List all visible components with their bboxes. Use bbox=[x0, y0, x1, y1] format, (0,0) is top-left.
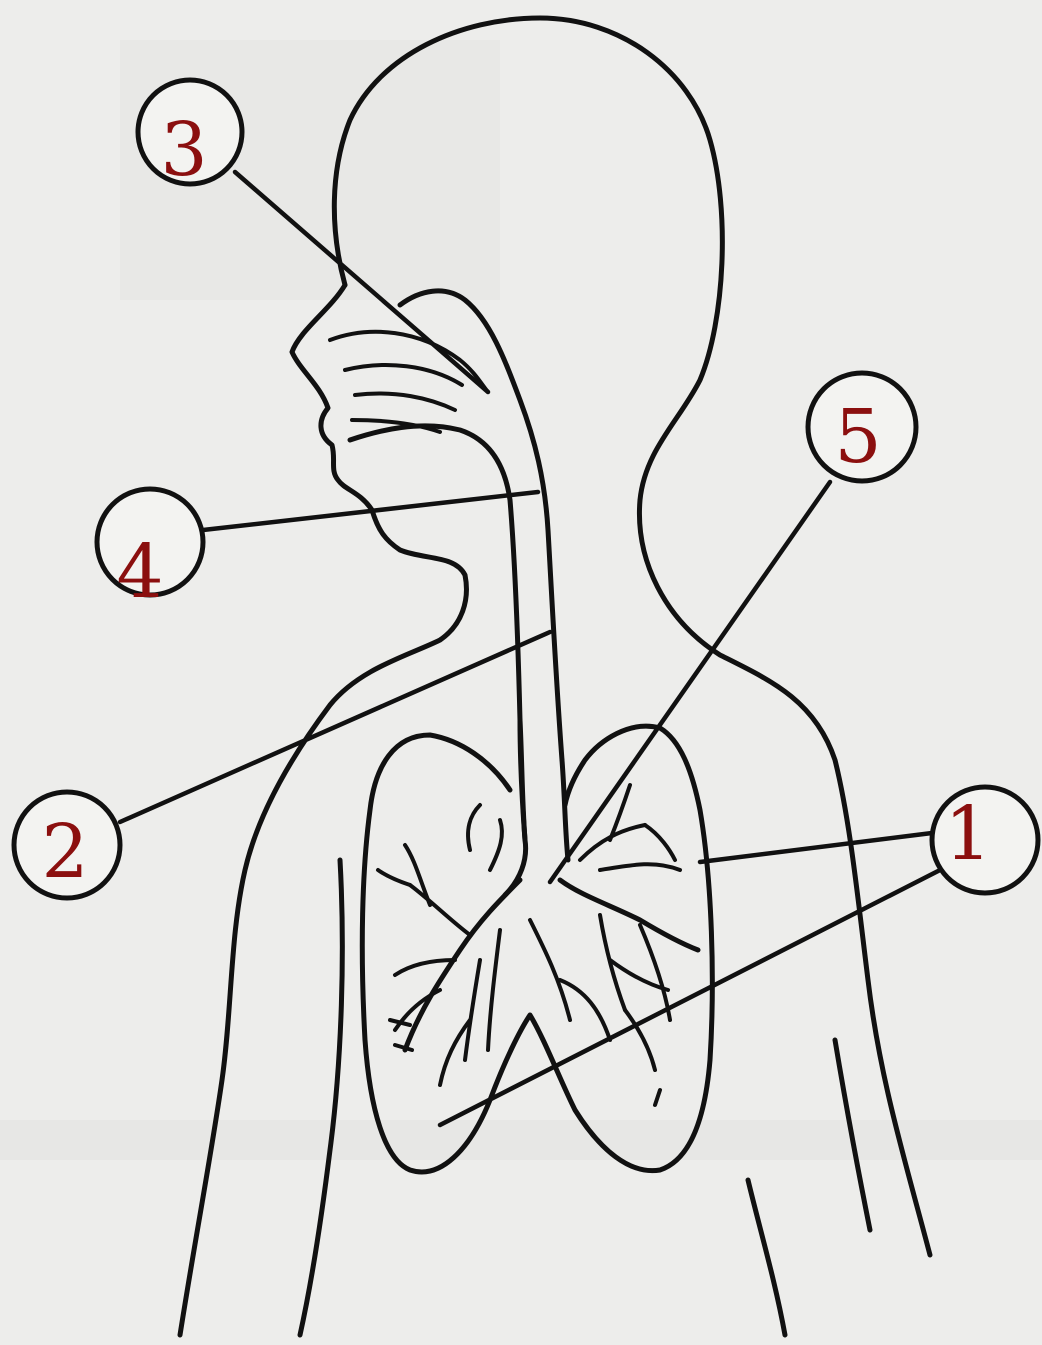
bronchiole bbox=[465, 960, 480, 1060]
face-profile bbox=[180, 285, 466, 1335]
callout-number: 3 bbox=[160, 107, 207, 193]
leader-line-2 bbox=[120, 632, 550, 822]
trachea-right-wall bbox=[562, 760, 568, 860]
bronchiole bbox=[395, 1045, 412, 1050]
callout-number: 5 bbox=[834, 394, 881, 480]
bronchiole bbox=[600, 864, 680, 870]
leader-line-5 bbox=[550, 482, 830, 882]
paper-shadow bbox=[0, 1120, 1042, 1160]
bronchiole bbox=[390, 1020, 410, 1025]
callout-number: 1 bbox=[944, 791, 991, 877]
right-torso-inner bbox=[748, 1180, 785, 1335]
leader-line-1 bbox=[700, 832, 940, 862]
bronchiole bbox=[410, 885, 470, 935]
lungs bbox=[362, 720, 712, 1172]
callout-5: 5 bbox=[808, 373, 916, 481]
leader-lines bbox=[120, 172, 944, 1125]
callout-number: 4 bbox=[116, 529, 163, 615]
bronchiole bbox=[378, 870, 410, 885]
nasal-concha bbox=[355, 393, 455, 410]
left-arm-inner bbox=[300, 860, 342, 1335]
callout-number: 2 bbox=[41, 809, 88, 895]
bronchial-tree bbox=[378, 785, 698, 1105]
bronchiole bbox=[530, 920, 570, 1020]
bronchiole bbox=[655, 1090, 660, 1105]
bronchiole bbox=[645, 825, 675, 860]
trachea-left-wall bbox=[505, 720, 526, 895]
bronchiole bbox=[488, 930, 500, 1050]
bronchiole bbox=[640, 925, 670, 1020]
callout-1: 1 bbox=[932, 787, 1038, 893]
bronchiole bbox=[468, 805, 480, 850]
nasal-concha bbox=[345, 365, 462, 385]
bronchiole bbox=[490, 820, 502, 870]
leader-line-4 bbox=[203, 492, 538, 530]
right-bronchus bbox=[560, 880, 698, 950]
bronchiole bbox=[405, 845, 430, 905]
callout-4: 4 bbox=[97, 489, 203, 615]
nasal-cavity bbox=[330, 291, 562, 840]
nasal-concha bbox=[330, 332, 488, 392]
callout-2: 2 bbox=[14, 792, 120, 898]
left-lung bbox=[362, 726, 712, 1172]
